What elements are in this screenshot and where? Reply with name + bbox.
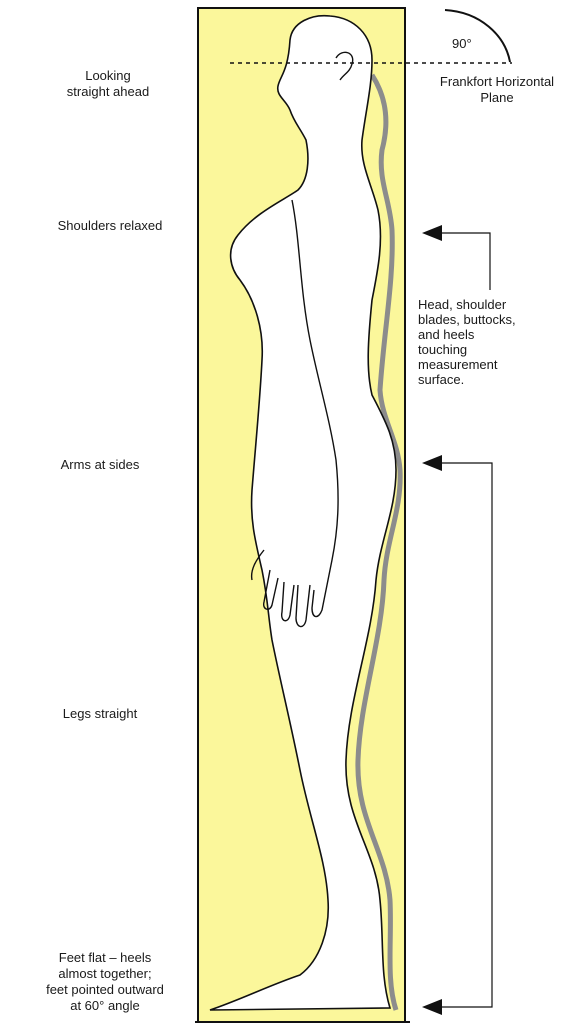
label-feet: Feet flat – heels almost together; feet … (30, 950, 180, 1014)
arrow-heels (422, 999, 442, 1015)
frankfort-label: Frankfort Horizontal Plane (418, 74, 576, 106)
lower-bracket (440, 463, 492, 1007)
label-legs: Legs straight (30, 706, 170, 722)
contact-note: Head, shoulder blades, buttocks, and hee… (418, 297, 568, 387)
arrow-shoulders (422, 225, 442, 241)
angle-label: 90° (452, 36, 472, 51)
label-looking: Looking straight ahead (38, 68, 178, 100)
label-shoulders: Shoulders relaxed (20, 218, 200, 234)
upper-bracket (440, 233, 490, 290)
arrow-buttocks (422, 455, 442, 471)
label-arms: Arms at sides (30, 457, 170, 473)
